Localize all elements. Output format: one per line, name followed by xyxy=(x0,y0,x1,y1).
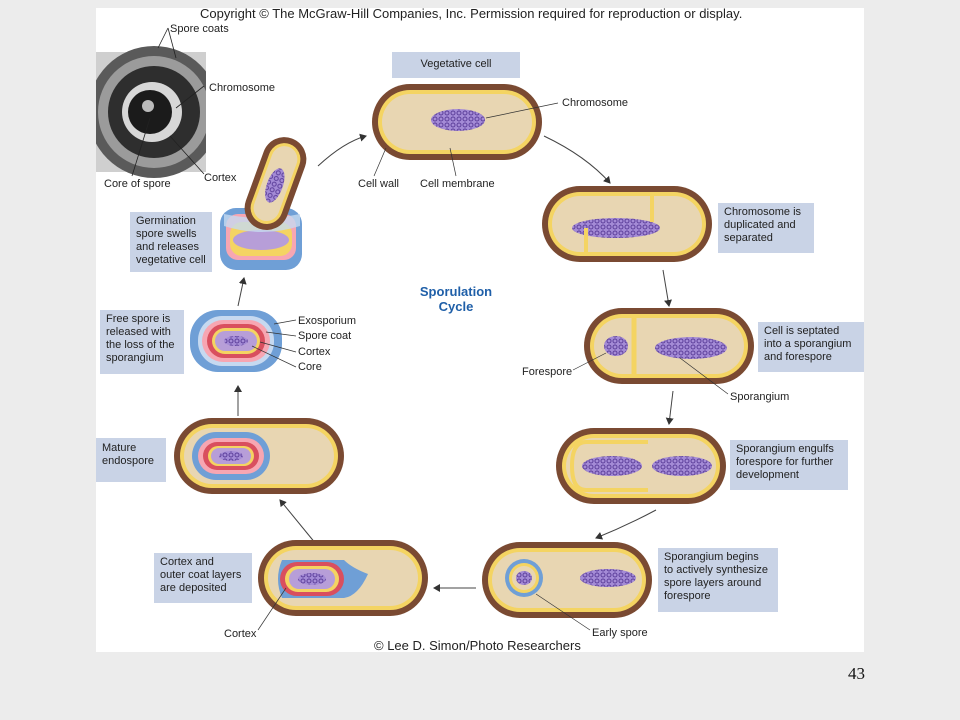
box-mature: Mature endospore xyxy=(96,438,166,482)
title-line-1: Sporulation xyxy=(419,284,493,299)
label-core: Core xyxy=(298,361,322,373)
box-cortex-deposit: Cortex and outer coat layers are deposit… xyxy=(154,553,252,603)
box-germination: Germination spore swells and releases ve… xyxy=(130,212,212,272)
box-duplicated: Chromosome is duplicated and separated xyxy=(718,203,814,253)
sporulation-diagram xyxy=(96,27,754,631)
sporulation-figure: Copyright © The McGraw-Hill Companies, I… xyxy=(96,6,864,653)
label-micro-cortex: Cortex xyxy=(204,172,237,184)
chromosome-icon xyxy=(298,573,326,585)
label-free-cortex: Cortex xyxy=(298,346,331,358)
spore-micrograph xyxy=(96,27,220,178)
label-chromosome: Chromosome xyxy=(562,97,629,109)
box-free-spore: Free spore is released with the loss of … xyxy=(100,310,184,374)
label-spore-coat: Spore coat xyxy=(298,330,352,342)
label-micro-chromosome: Chromosome xyxy=(209,82,276,94)
vegetative-cell xyxy=(372,84,559,177)
germinating-spore xyxy=(220,137,307,270)
label-forespore: Forespore xyxy=(522,366,573,378)
chromosome-icon xyxy=(572,218,660,238)
photo-credit: © Lee D. Simon/Photo Researchers xyxy=(374,638,581,653)
label-cortex-deposit: Cortex xyxy=(224,628,257,640)
label-exosporium: Exosporium xyxy=(298,315,357,327)
label-core-of-spore: Core of spore xyxy=(104,178,171,190)
copyright-notice: Copyright © The McGraw-Hill Companies, I… xyxy=(200,6,743,21)
label-spore-coats: Spore coats xyxy=(170,23,229,35)
free-spore xyxy=(190,310,297,372)
chromosome-icon xyxy=(652,456,712,476)
chromosome-icon xyxy=(655,337,727,359)
box-synthesize: Sporangium begins to actively synthesize… xyxy=(658,548,778,612)
page-number: 43 xyxy=(848,664,865,683)
label-early-spore: Early spore xyxy=(592,627,648,639)
cortex-cell xyxy=(257,540,428,631)
label-sporangium: Sporangium xyxy=(730,391,790,403)
title-line-2: Cycle xyxy=(438,299,474,314)
box-vegetative-cell: Vegetative cell xyxy=(392,52,520,78)
cycle-title: Sporulation Cycle xyxy=(406,284,506,314)
label-cell-membrane: Cell membrane xyxy=(420,178,495,190)
chromosome-icon xyxy=(604,336,628,356)
chromosome-icon xyxy=(431,109,485,131)
septated-cell xyxy=(572,308,754,395)
chromosome-icon xyxy=(265,168,285,203)
box-septated: Cell is septated into a sporangium and f… xyxy=(758,322,864,372)
chromosome-icon xyxy=(516,571,532,585)
box-engulfs: Sporangium engulfs forespore for further… xyxy=(730,440,848,490)
label-cell-wall: Cell wall xyxy=(358,178,399,190)
early-spore-cell xyxy=(482,542,652,631)
chromosome-icon xyxy=(582,456,642,476)
chromosome-icon xyxy=(224,336,248,346)
cycle-arrows xyxy=(234,133,674,592)
mature-endospore-cell xyxy=(174,418,344,494)
chromosome-icon xyxy=(580,569,636,587)
duplicated-cell xyxy=(542,186,712,262)
chromosome-icon xyxy=(219,451,243,461)
engulfing-cell xyxy=(556,428,726,504)
